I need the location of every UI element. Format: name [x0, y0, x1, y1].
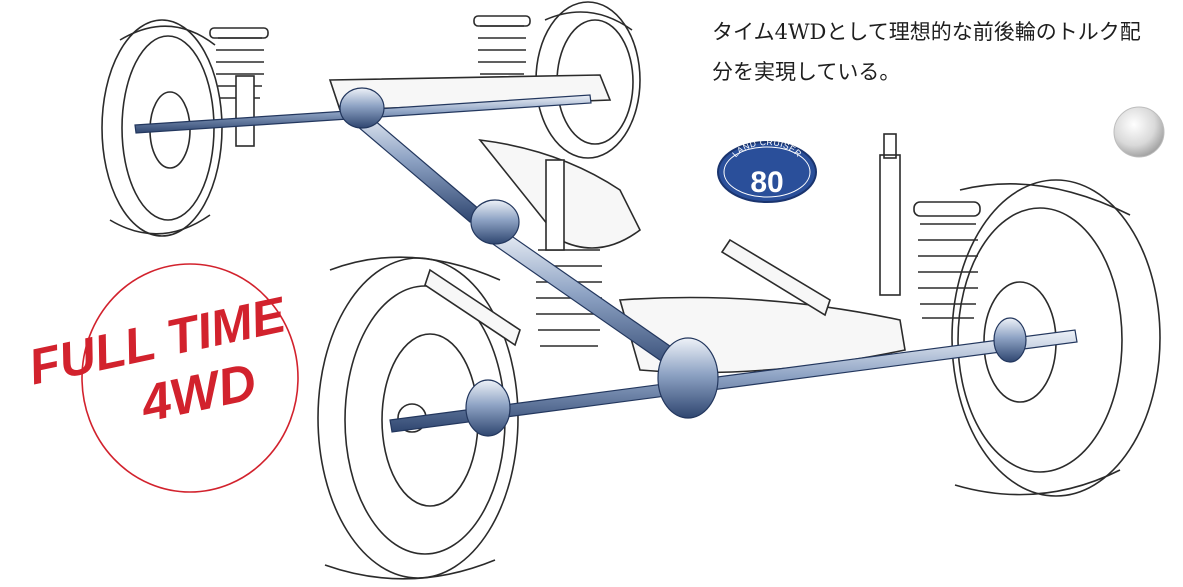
- transfer-case: [470, 199, 520, 245]
- front-differential: [657, 337, 719, 419]
- emblem-number: 80: [750, 166, 783, 199]
- rear-differential: [339, 87, 385, 129]
- shock-absorber-front-center: [545, 159, 565, 251]
- front-hub-right: [993, 317, 1027, 363]
- coil-spring-front-right: [913, 201, 981, 319]
- coil-spring-rear-left: [209, 27, 269, 99]
- chrome-ball-decoration: [1113, 106, 1165, 158]
- front-axle-shaft: [389, 329, 1078, 433]
- shock-absorber-rear-left: [235, 75, 255, 147]
- shock-absorber-front-right: [879, 133, 901, 296]
- coil-spring-rear-right: [473, 15, 531, 75]
- drivetrain: [134, 87, 1078, 437]
- body-text: タイム4WDとして理想的な前後輪のトルク配 分を実現している。: [712, 12, 1172, 92]
- land-cruiser-80-emblem: LAND CRUISER 80: [717, 140, 817, 203]
- full-time-4wd-badge: FULL TIME 4WD: [24, 263, 299, 493]
- body-text-line-2: 分を実現している。: [712, 60, 901, 84]
- front-hub-left: [465, 379, 511, 437]
- body-text-line-1: タイム4WDとして理想的な前後輪のトルク配: [712, 20, 1141, 44]
